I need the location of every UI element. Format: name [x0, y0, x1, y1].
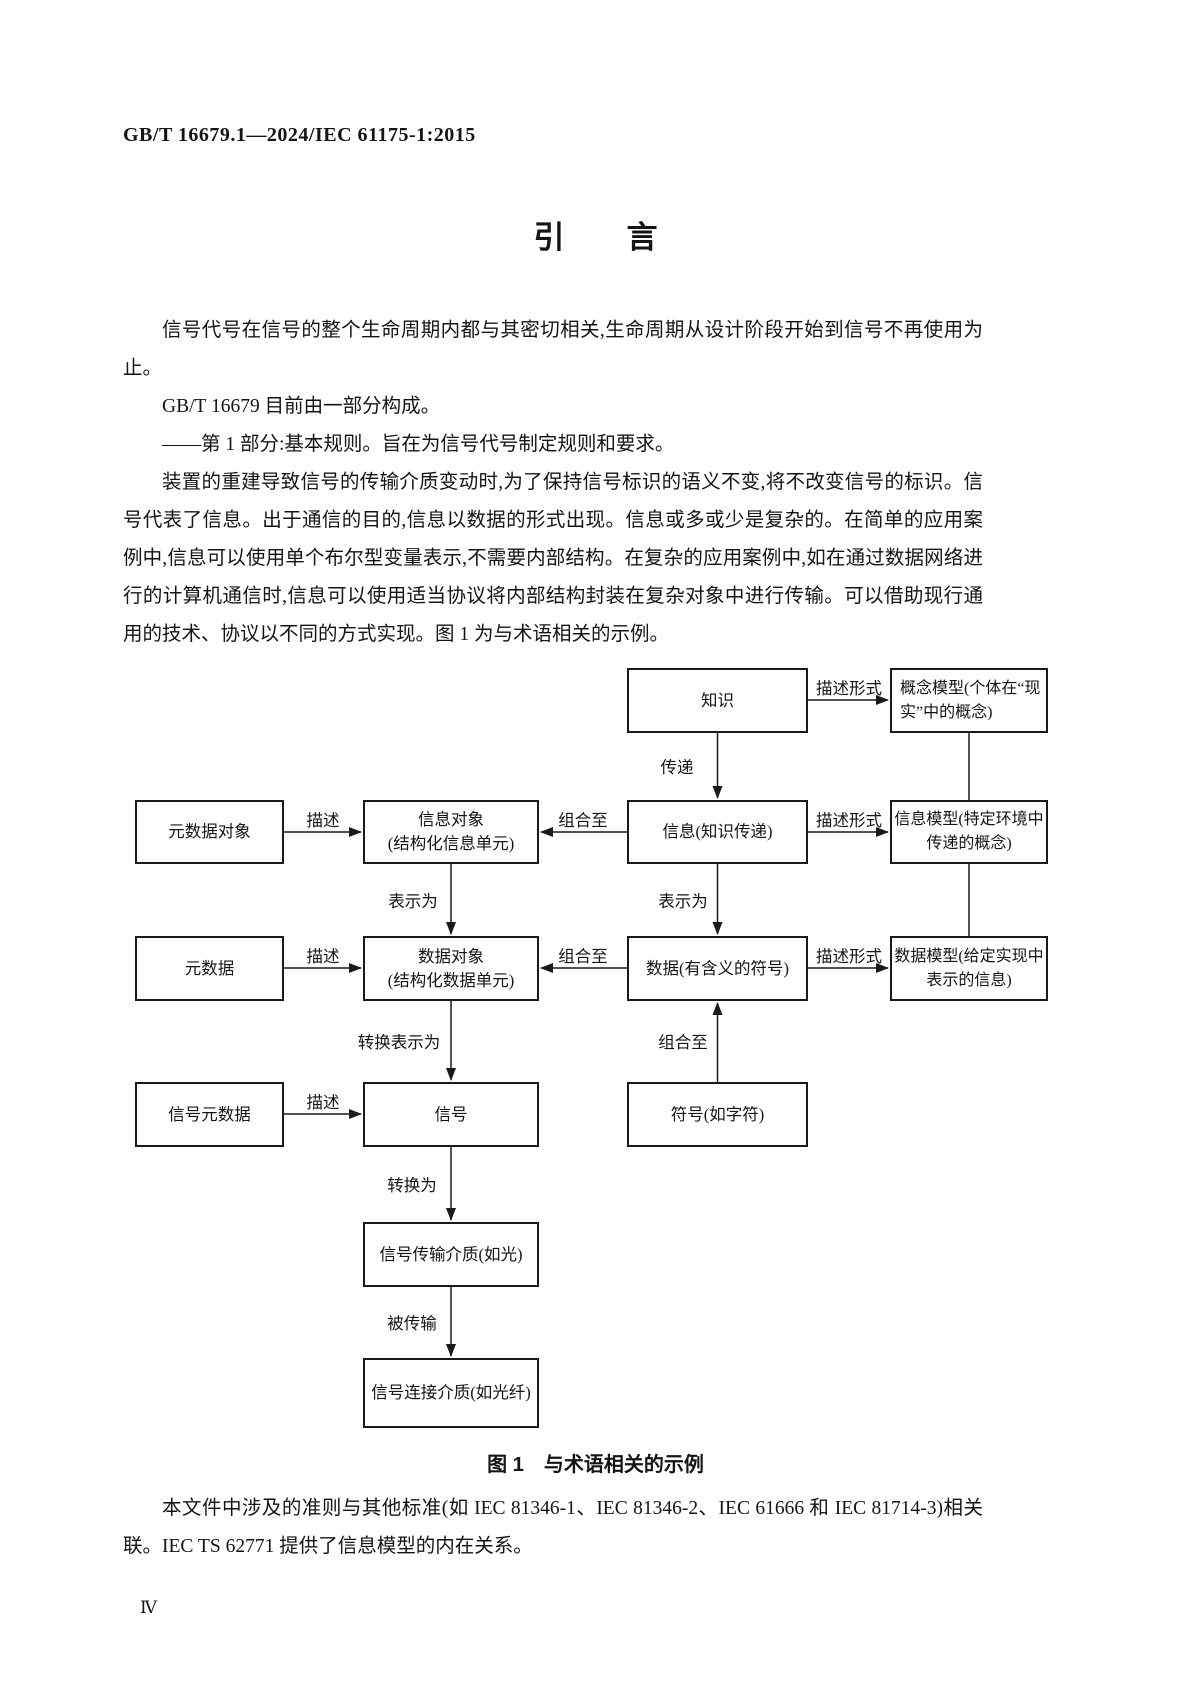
- figure-box-data: 数据(有含义的符号): [627, 936, 808, 1001]
- figure-box-signal-transmission-medium: 信号传输介质(如光): [363, 1222, 539, 1287]
- standard-number: GB/T 16679.1—2024/IEC 61175-1:2015: [123, 124, 476, 146]
- figure-caption: 图 1 与术语相关的示例: [487, 1454, 704, 1476]
- edge-label-describe-form: 描述形式: [816, 947, 882, 966]
- intro-text: 信号代号在信号的整个生命周期内都与其密切相关,生命周期从设计阶段开始到信号不再使…: [123, 312, 983, 654]
- edge-label-transfer: 传递: [660, 758, 694, 777]
- edge-label-represent-as: 表示为: [658, 892, 708, 911]
- page-title: 引 言: [533, 220, 658, 255]
- edge-label-be-transmitted: 被传输: [387, 1314, 437, 1333]
- paragraph-2: GB/T 16679 目前由一部分构成。: [162, 396, 441, 417]
- edge-label-describe: 描述: [306, 947, 340, 966]
- figure-box-signal: 信号: [363, 1082, 539, 1147]
- figure-box-information-model: 信息模型(特定环境中 传递的概念): [890, 800, 1048, 864]
- figure-box-information-object: 信息对象 (结构化信息单元): [363, 800, 539, 864]
- edge-label-describe: 描述: [306, 1093, 340, 1112]
- edge-label-combine-to: 组合至: [658, 1033, 708, 1052]
- edge-label-represent-as: 表示为: [388, 892, 438, 911]
- edge-label-combine-to: 组合至: [558, 947, 608, 966]
- edge-label-describe-form: 描述形式: [816, 811, 882, 830]
- edge-label-convert-represent-as: 转换表示为: [357, 1033, 441, 1052]
- figure-box-concept-model: 概念模型(个体在“现 实”中的概念): [890, 668, 1048, 733]
- figure-box-symbol: 符号(如字符): [627, 1082, 808, 1147]
- figure-box-signal-connection-medium: 信号连接介质(如光纤): [363, 1358, 539, 1428]
- page-number: Ⅳ: [140, 1598, 157, 1617]
- figure-box-data-model: 数据模型(给定实现中 表示的信息): [890, 936, 1048, 1001]
- paragraph-1: 信号代号在信号的整个生命周期内都与其密切相关,生命周期从设计阶段开始到信号不再使…: [123, 320, 983, 379]
- paragraph-3: ——第 1 部分:基本规则。旨在为信号代号制定规则和要求。: [162, 434, 675, 455]
- figure-box-signal-metadata: 信号元数据: [135, 1082, 284, 1147]
- figure-box-metadata: 元数据: [135, 936, 284, 1001]
- edge-label-describe-form: 描述形式: [816, 679, 882, 698]
- figure-box-knowledge: 知识: [627, 668, 808, 733]
- figure-box-data-object: 数据对象 (结构化数据单元): [363, 936, 539, 1001]
- closing-paragraph: 本文件中涉及的准则与其他标准(如 IEC 81346-1、IEC 81346-2…: [123, 1498, 983, 1557]
- edge-label-convert-to: 转换为: [387, 1176, 437, 1195]
- figure-box-metadata-object: 元数据对象: [135, 800, 284, 864]
- figure-box-information: 信息(知识传递): [627, 800, 808, 864]
- edge-label-describe: 描述: [306, 811, 340, 830]
- edge-label-combine-to: 组合至: [558, 811, 608, 830]
- paragraph-4: 装置的重建导致信号的传输介质变动时,为了保持信号标识的语义不变,将不改变信号的标…: [123, 472, 983, 645]
